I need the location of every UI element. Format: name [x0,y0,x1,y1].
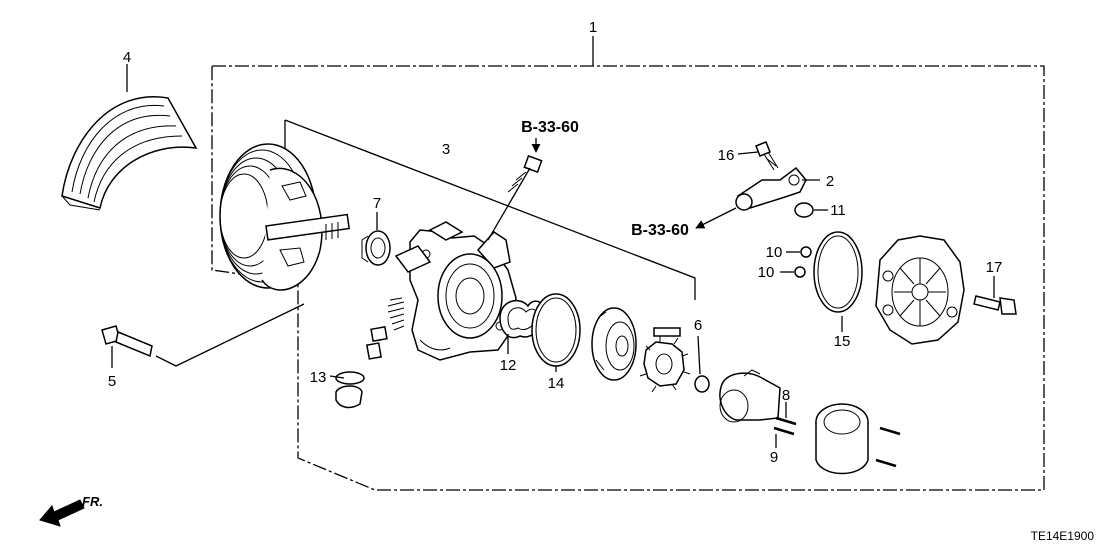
callout-10a: 10 [766,244,783,261]
o-ring-15 [813,231,863,313]
callout-5: 5 [108,373,116,390]
flow-control-spring [335,297,405,409]
callout-8: 8 [782,387,790,404]
cam-ring [719,369,781,423]
callout-2: 2 [826,173,834,190]
rear-cover [875,235,965,345]
ref-label-top: B-33-60 [521,119,579,136]
callout-16: 16 [718,147,735,164]
pump-sleeve [815,403,901,475]
side-plate [591,307,637,381]
assembly-boundary [211,65,1045,491]
leader-16 [737,151,759,155]
pressure-fitting [487,155,543,241]
callout-3: 3 [442,141,450,158]
ref-mid-arrow [695,207,737,229]
ref-label-mid: B-33-60 [631,222,689,239]
callout-1: 1 [589,19,597,36]
front-label: FR. [82,494,103,509]
leader-13 [329,375,345,379]
callout-9: 9 [770,449,778,466]
callout-10b: 10 [758,264,775,281]
bearing [361,230,391,266]
bolt-16 [755,141,779,171]
inlet-joint [735,166,807,211]
callout-6: 6 [694,317,702,334]
callout-11: 11 [830,202,846,219]
o-ring-10a [800,246,812,258]
o-ring-10b [794,266,806,278]
callout-15: 15 [834,333,851,350]
diagram-code: TE14E1900 [1031,529,1095,543]
bolt-5 [101,325,153,358]
drive-belt [61,96,198,211]
pins [773,416,797,436]
callout-12: 12 [500,357,517,374]
rotor [639,327,691,393]
bolt-17 [973,295,1017,315]
small-ring-6 [694,375,710,393]
o-ring-11 [794,202,814,218]
pulley [219,143,350,291]
pump-body [394,221,517,361]
callout-4: 4 [123,49,131,66]
o-ring-large [531,293,581,367]
leader-5 [155,303,305,367]
subassembly-boundary [284,119,696,300]
callout-7: 7 [373,195,381,212]
front-arrow-icon [39,499,85,527]
front-direction-indicator: FR. [39,494,103,527]
callout-14: 14 [548,375,565,392]
leader-6 [697,335,701,375]
callout-17: 17 [986,259,1003,276]
callout-13: 13 [310,369,327,386]
